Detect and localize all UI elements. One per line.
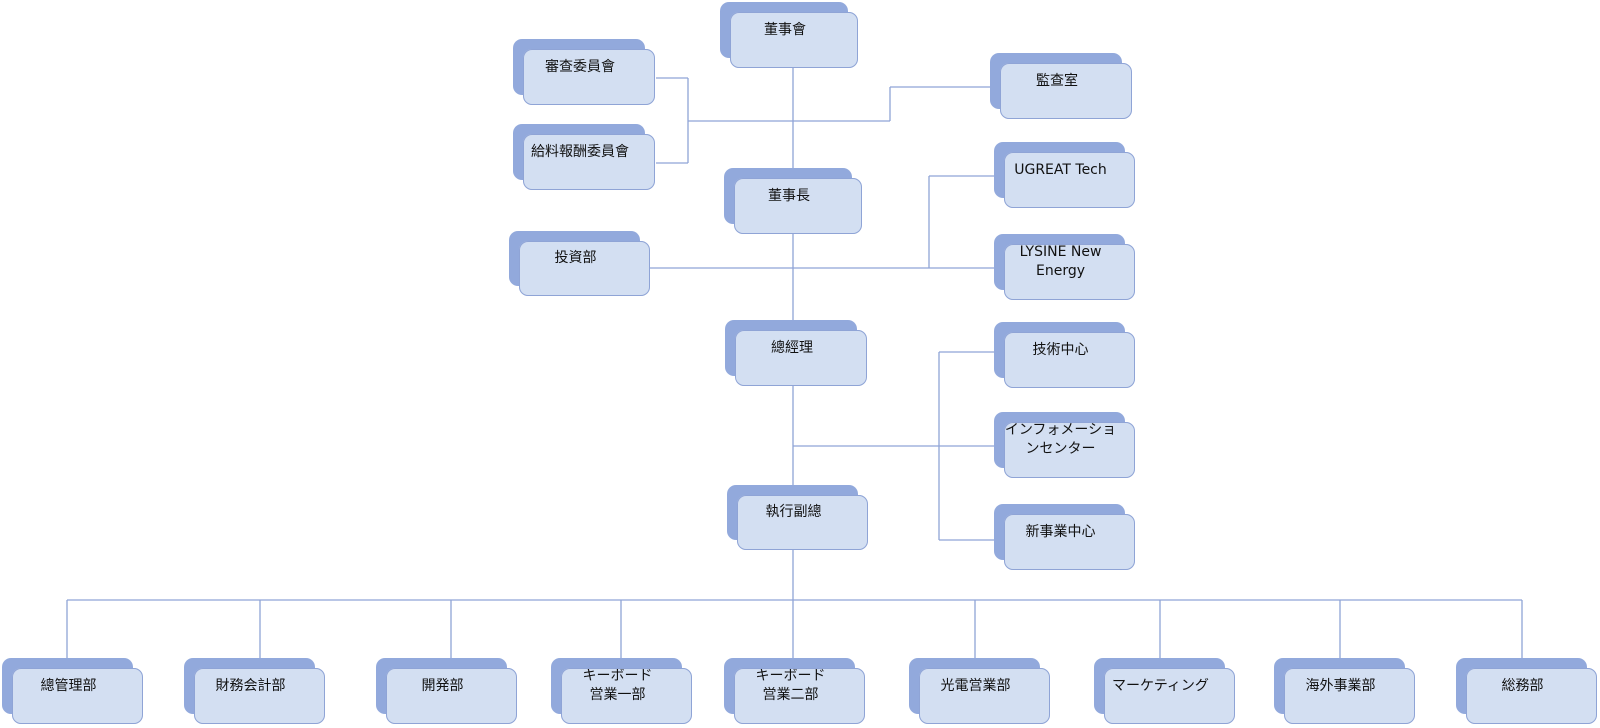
node-label-audit-office: 監查室 [1036,72,1078,89]
node-label-lysine-new-energy: LYSINE New Energy [1019,244,1102,279]
node-review-committee [523,49,655,105]
node-board [730,12,858,68]
node-label-ugreat-tech: UGREAT Tech [1014,161,1107,178]
connector-department-drops [66,600,1523,658]
node-label-optoelectronics-sales-dept: 光電営業部 [940,677,1011,694]
node-general-management-dept [12,668,143,724]
node-audit-office [1000,63,1132,119]
node-label-keyboard-sales-1: キーボード 営業一部 [582,668,653,703]
node-label-marketing: マーケティング [1112,677,1209,694]
node-compensation-committee [523,134,655,190]
node-overseas-business-dept [1284,668,1415,724]
node-label-general-affairs-dept: 総務部 [1501,677,1544,694]
node-label-compensation-committee: 給料報酬委員會 [531,143,629,160]
node-investment-dept [519,241,650,296]
node-information-center [1004,422,1135,478]
node-chairman [734,178,862,234]
node-label-keyboard-sales-2: キーボード 営業二部 [755,668,826,703]
node-label-general-management-dept: 總管理部 [40,677,97,694]
node-label-finance-accounting-dept: 財務会計部 [215,677,286,694]
node-label-chairman: 董事長 [768,187,810,204]
node-lysine-new-energy [1004,244,1135,300]
node-label-tech-center: 技術中心 [1032,341,1089,358]
node-general-affairs-dept [1466,668,1597,724]
node-ugreat-tech [1004,152,1135,208]
node-optoelectronics-sales-dept [919,668,1050,724]
node-label-executive-vp: 執行副總 [765,504,822,520]
node-label-review-committee: 審查委員會 [545,58,615,75]
node-label-investment-dept: 投資部 [554,250,597,266]
node-development-dept [386,668,517,724]
node-general-manager [735,330,867,386]
node-finance-accounting-dept [194,668,325,724]
node-label-development-dept: 開発部 [421,677,464,694]
node-tech-center [1004,332,1135,388]
node-new-business-center [1004,514,1135,570]
node-label-information-center: インフォメーショ ンセンター [1004,422,1117,457]
node-marketing [1104,668,1235,724]
node-label-general-manager: 總經理 [771,339,813,356]
node-executive-vp [737,495,868,550]
node-label-overseas-business-dept: 海外事業部 [1305,677,1376,694]
node-keyboard-sales-1 [561,668,692,724]
node-label-new-business-center: 新事業中心 [1025,523,1096,540]
node-label-board: 董事會 [764,21,806,38]
node-keyboard-sales-2 [734,668,865,724]
